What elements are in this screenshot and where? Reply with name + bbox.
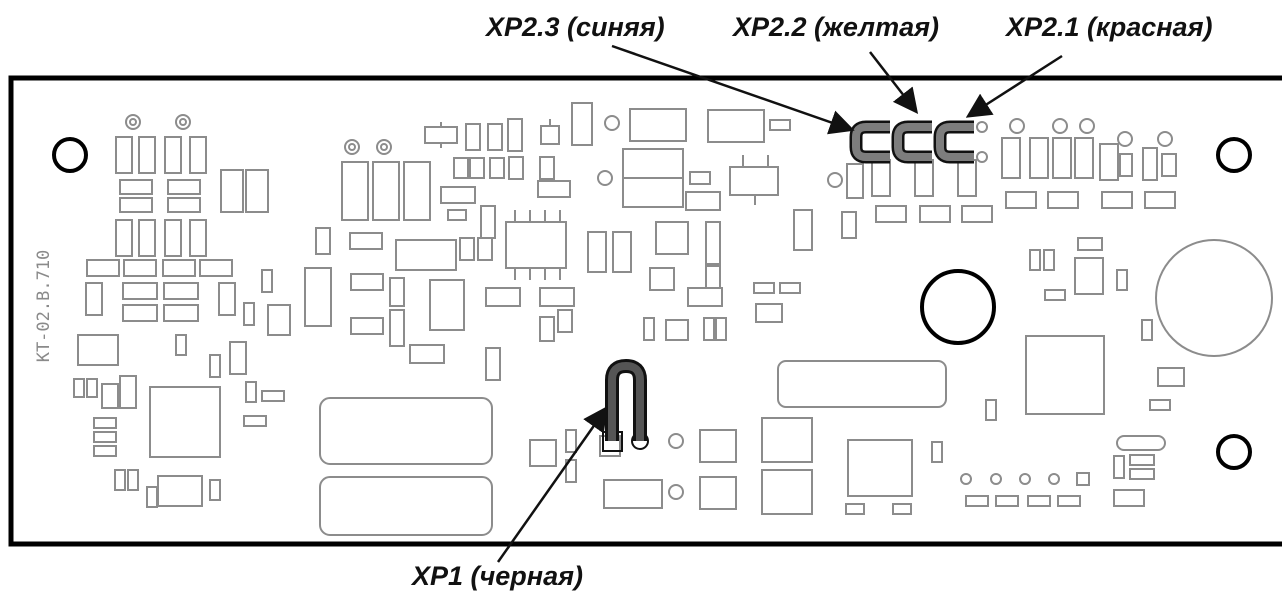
pcb-board-outline	[8, 75, 1282, 547]
board-code-label: КТ-02.В.710	[32, 232, 56, 380]
callout-arrows	[496, 44, 1063, 563]
mounting-holes	[52, 137, 1252, 470]
label-xp2-1: XP2.1 (красная)	[1006, 12, 1213, 42]
label-xp1: XP1 (черная)	[412, 561, 583, 591]
xp2-jumpers	[849, 120, 988, 164]
pcb-components	[73, 102, 1273, 536]
label-xp2-3: XP2.3 (синяя)	[486, 12, 665, 42]
label-xp2-2: XP2.2 (желтая)	[733, 12, 939, 42]
jumper-xp1	[602, 358, 649, 452]
board-code-text: КТ-02.В.710	[34, 249, 54, 363]
